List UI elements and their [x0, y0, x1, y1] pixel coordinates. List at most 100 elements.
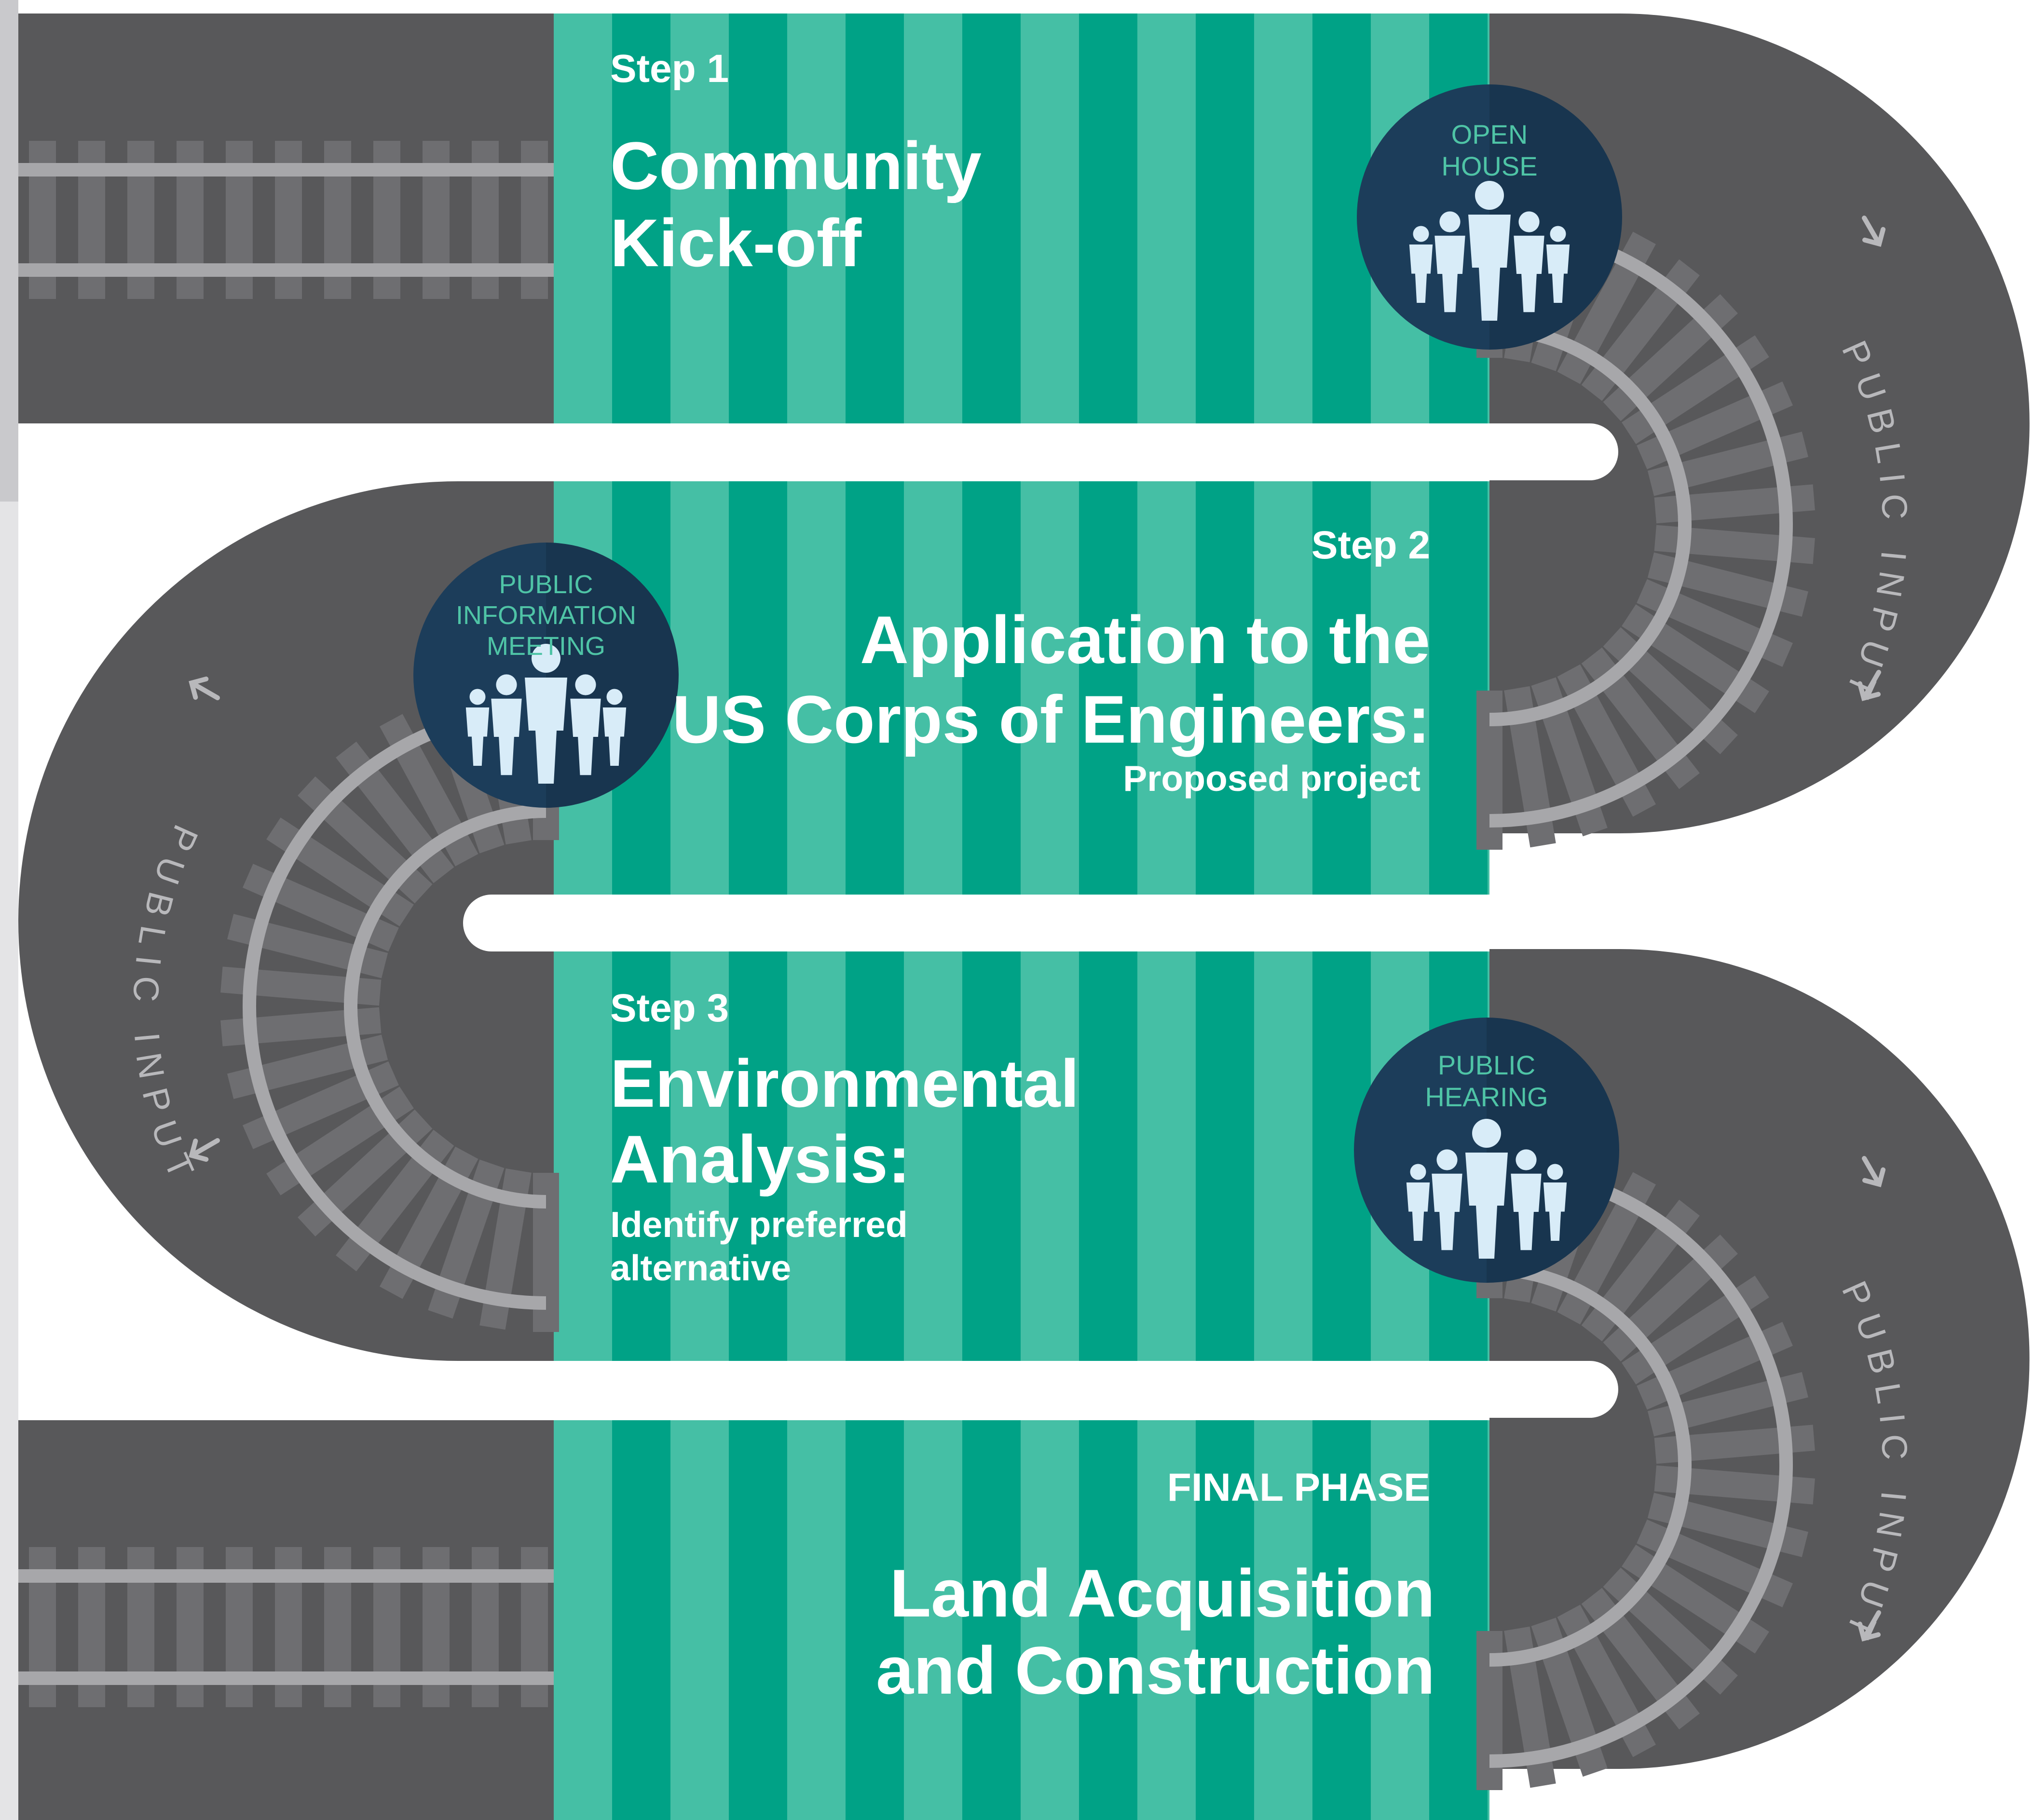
- step-panel-stripe: [1254, 1420, 1312, 1820]
- step-panel-stripe: [1137, 1420, 1196, 1820]
- step-panel-stripe: [1254, 951, 1312, 1361]
- person-body: [525, 678, 567, 784]
- step-panel-stripe: [787, 951, 846, 1361]
- track-curve-left: [220, 681, 559, 1332]
- person-head: [1439, 211, 1461, 232]
- step-panel-stripe: [1137, 481, 1196, 895]
- public-information-meeting-badge: [413, 543, 679, 808]
- person-body: [1432, 1173, 1462, 1250]
- track-curve-right-top: [1476, 199, 1815, 850]
- step-panel-stripe: [670, 14, 729, 423]
- final-phase-label: FINAL PHASE: [1167, 1466, 1430, 1509]
- arrow-shape: [189, 1138, 220, 1162]
- step-panel-stripe: [904, 14, 962, 423]
- person-body: [1406, 1182, 1430, 1241]
- step-panel-stripe: [1021, 14, 1079, 423]
- person-body: [1434, 235, 1465, 312]
- rail: [18, 1671, 554, 1685]
- step-panel-stripe: [1488, 481, 1489, 895]
- event-badges: [413, 84, 1622, 1283]
- arrow-shape: [1857, 670, 1881, 701]
- rail: [18, 263, 554, 277]
- step-panel-stripe: [787, 14, 846, 423]
- step-panel-stripe: [904, 481, 962, 895]
- step-panel-stripe: [1371, 481, 1429, 895]
- public-hearing-badge-line-1: PUBLIC: [1438, 1050, 1535, 1080]
- arrow-shape: [1862, 1156, 1886, 1187]
- pim-badge-line-3: MEETING: [487, 632, 605, 661]
- arrow-right-icon: [1857, 1610, 1881, 1642]
- person-body: [1543, 1182, 1567, 1241]
- person-body: [1409, 244, 1433, 303]
- person-head: [496, 674, 517, 695]
- final-phase-title-line-1: Land Acquisition: [890, 1555, 1435, 1631]
- step-3-label: Step 3: [610, 986, 729, 1030]
- person-head: [1516, 1149, 1537, 1170]
- step-panel-stripe: [554, 951, 612, 1361]
- step-2-title-line-2: US Corps of Engineers:: [672, 681, 1430, 757]
- step-panel-stripe: [1021, 481, 1079, 895]
- step-2-subtitle-line-1: Proposed project: [1123, 758, 1420, 799]
- step-3-title-line-1: Environmental: [610, 1046, 1079, 1121]
- person-body: [465, 707, 490, 766]
- step-panel-stripe: [670, 951, 729, 1361]
- person-body: [1468, 215, 1511, 321]
- step-panel-stripe: [1254, 14, 1312, 423]
- arrow-shape: [1857, 1610, 1881, 1642]
- public-hearing-badge: [1354, 1018, 1619, 1283]
- final-phase-title-line-2: and Construction: [876, 1632, 1435, 1708]
- people-group-icon: [1409, 181, 1570, 321]
- step-panel-stripe: [1021, 951, 1079, 1361]
- open-house-badge-text: OPEN HOUSE: [1441, 119, 1537, 181]
- step-panel-stripe: [554, 1420, 612, 1820]
- step-panel-1: [554, 14, 1489, 423]
- step-panel-4: [554, 1420, 1489, 1820]
- person-head: [575, 674, 596, 695]
- step-panel-stripe: [1254, 481, 1312, 895]
- left-scroll-thumb[interactable]: [0, 0, 18, 502]
- person-head: [532, 644, 560, 673]
- rail: [18, 1569, 554, 1583]
- person-body: [570, 698, 601, 775]
- rail: [243, 703, 546, 1310]
- step-panel-stripe: [670, 481, 729, 895]
- person-head: [1410, 1164, 1426, 1180]
- curve-labels: [189, 216, 1886, 1642]
- step-1-label: Step 1: [610, 47, 729, 91]
- person-head: [1436, 1149, 1458, 1170]
- person-head: [606, 689, 623, 705]
- arrow-shape: [1862, 216, 1886, 247]
- person-body: [1465, 1153, 1508, 1259]
- step-panel-stripe: [1488, 1420, 1489, 1820]
- step-panel-stripe: [1137, 14, 1196, 423]
- person-head: [1472, 1119, 1501, 1148]
- step-1: Step 1 Community Kick-off: [610, 47, 982, 281]
- step-panel-stripe: [904, 951, 962, 1361]
- rail: [344, 804, 546, 1209]
- step-3-title-line-2: Analysis:: [610, 1121, 910, 1197]
- step-panel-stripe: [670, 1420, 729, 1820]
- rail: [1489, 322, 1692, 726]
- person-body: [1511, 1173, 1542, 1250]
- arrow-left-icon: [189, 676, 220, 700]
- step-panel-stripe: [787, 1420, 846, 1820]
- step-3-subtitle-line-1: Identify preferred: [610, 1204, 908, 1245]
- step-panel-stripe: [787, 481, 846, 895]
- person-body: [1546, 244, 1570, 303]
- rail: [1489, 1161, 1793, 1768]
- step-panel-stripe: [554, 14, 612, 423]
- person-body: [602, 707, 627, 766]
- step-1-title-line-1: Community: [610, 128, 982, 204]
- person-head: [469, 689, 486, 705]
- separator-pill-2: [463, 895, 656, 951]
- step-panels: [554, 14, 1489, 1820]
- final-phase: FINAL PHASE Land Acquisition and Constru…: [876, 1466, 1435, 1708]
- track-straight-bottom: [18, 1547, 554, 1707]
- open-house-badge: [1357, 84, 1622, 350]
- people-group-icon: [465, 644, 627, 784]
- people-group-icon: [1406, 1119, 1567, 1259]
- person-head: [1518, 211, 1540, 232]
- step-panel-stripe: [1021, 1420, 1079, 1820]
